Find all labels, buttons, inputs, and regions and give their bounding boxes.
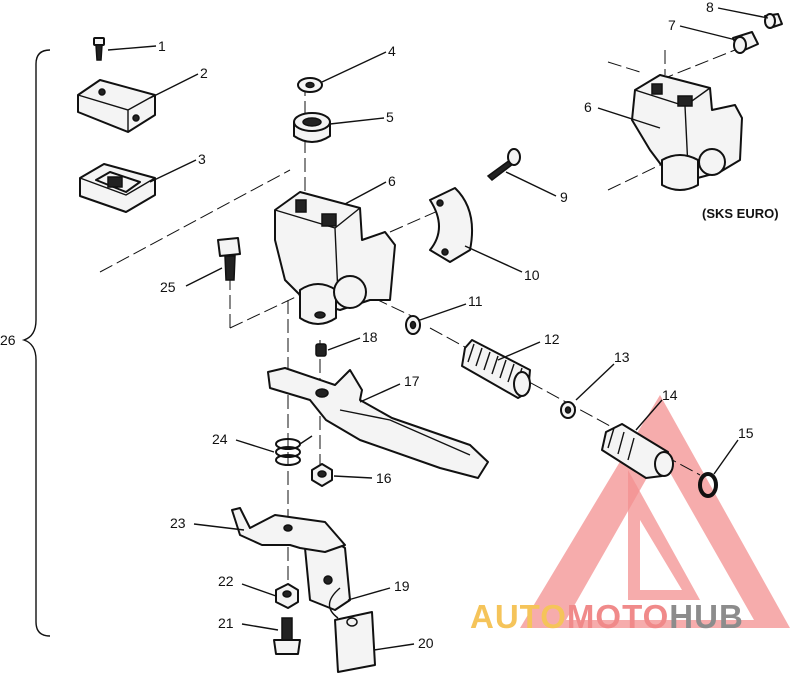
assembly-line	[99, 169, 291, 273]
part-24-spring	[275, 435, 313, 466]
watermark-wordmark: AUTOMOTOHUB	[470, 598, 744, 635]
callout-11: 11	[468, 293, 483, 309]
watermark-triangle-inner	[628, 470, 700, 600]
callout-16: 16	[376, 470, 392, 486]
assembly-line	[607, 61, 641, 73]
variant-note: (SKS EURO)	[702, 206, 779, 221]
part-11-washer	[405, 315, 421, 335]
part-2-reservoir-cover	[77, 79, 156, 133]
part-3-diaphragm	[79, 163, 156, 213]
part-12-boot	[461, 339, 531, 399]
part-7-fitting	[732, 31, 759, 54]
callout-14: 14	[662, 387, 678, 403]
part-5-bushing	[293, 112, 331, 143]
assembly-line	[659, 49, 736, 81]
callout-25: 25	[160, 279, 176, 295]
callout-17: 17	[404, 373, 420, 389]
leader-lines	[107, 7, 769, 651]
callout-20: 20	[418, 635, 434, 651]
part-17-brake-lever	[267, 367, 489, 479]
part-1-screw	[93, 37, 105, 61]
part-25-pivot-bolt	[217, 237, 241, 281]
assembly-bracket-26	[21, 49, 51, 637]
part-22-nut	[275, 583, 299, 609]
watermark-word-moto: MOTO	[567, 598, 669, 635]
part-4-washer	[297, 77, 323, 93]
part-14-piston	[601, 423, 674, 479]
callout-26: 26	[0, 332, 16, 348]
callout-24: 24	[212, 431, 228, 447]
callout-18: 18	[362, 329, 378, 345]
callout-21: 21	[218, 615, 234, 631]
part-16-nut	[311, 463, 333, 487]
watermark-logo	[520, 395, 790, 628]
assembly-line	[607, 164, 661, 191]
part-15-o-ring	[698, 472, 718, 498]
part-8-cap	[764, 13, 783, 29]
callout-12: 12	[544, 331, 560, 347]
callout-13: 13	[614, 349, 630, 365]
part-9-clamp-screw	[486, 148, 521, 181]
assembly-line	[229, 294, 301, 329]
part-23-switch-plate	[231, 507, 346, 553]
callout-6: 6	[388, 173, 396, 189]
callout-6-sks-euro: 6	[584, 99, 592, 115]
part-20-tag	[334, 611, 376, 673]
callout-7: 7	[668, 17, 676, 33]
callout-2: 2	[200, 65, 208, 81]
callout-9: 9	[560, 189, 568, 205]
callout-1: 1	[158, 38, 166, 54]
callout-23: 23	[170, 515, 186, 531]
callout-22: 22	[218, 573, 234, 589]
part-21-screw	[273, 617, 301, 655]
callout-5: 5	[386, 109, 394, 125]
part-6-master-cylinder	[274, 191, 396, 325]
callout-4: 4	[388, 43, 396, 59]
callout-3: 3	[198, 151, 206, 167]
part-10-clamp	[429, 187, 474, 263]
part-18-set-screw	[315, 343, 327, 357]
callout-labels: 1 2 3 4 5 6 6 7 8 9 10 11 12 13 14 15 16…	[0, 0, 754, 651]
callout-15: 15	[738, 425, 754, 441]
callout-10: 10	[524, 267, 540, 283]
part-6-master-cylinder-sks-euro	[631, 74, 743, 191]
callout-19: 19	[394, 578, 410, 594]
assembly-line	[389, 209, 441, 233]
watermark-word-auto: AUTO	[470, 598, 567, 635]
watermark-triangle	[520, 395, 790, 628]
watermark-word-hub: HUB	[669, 598, 744, 635]
callout-8: 8	[706, 0, 714, 15]
part-13-washer	[560, 401, 576, 419]
